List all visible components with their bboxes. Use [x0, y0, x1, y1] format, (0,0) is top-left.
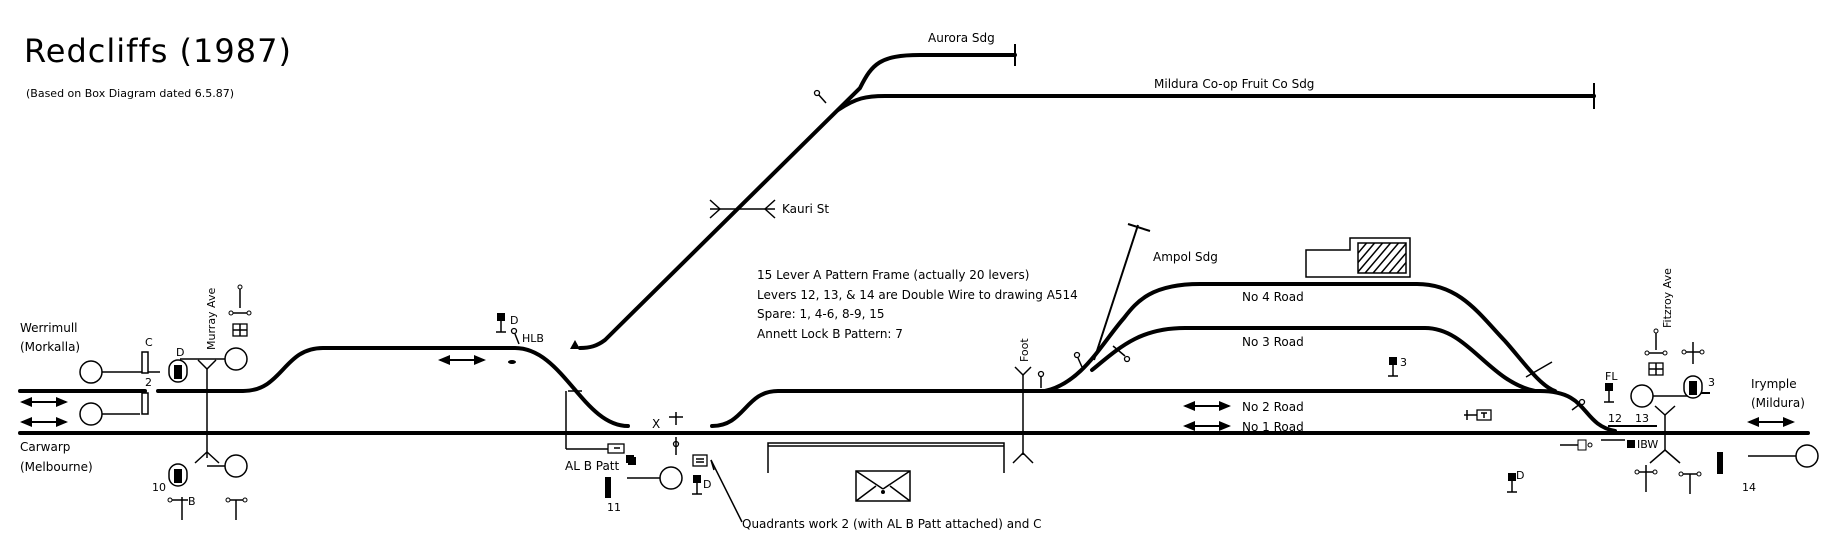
- lever-4-circle: [224, 347, 248, 371]
- hlb-label: HLB: [522, 332, 544, 345]
- kauri-branch-track: [578, 44, 1017, 350]
- al-b-patt-instrument: [565, 390, 743, 523]
- track-marks: [508, 340, 580, 364]
- foot-label: Foot: [1018, 338, 1031, 362]
- fitzroy-ave-label: Fitzroy Ave: [1661, 268, 1674, 328]
- platform-outline: [767, 442, 1005, 473]
- note-line-2: Levers 12, 13, & 14 are Double Wire to d…: [757, 288, 1078, 302]
- signal-d-label-d: D: [1516, 469, 1524, 482]
- lever-6-circle: [1630, 384, 1654, 408]
- aurora-siding-label: Aurora Sdg: [928, 31, 995, 45]
- lever-lock-symbols: [167, 284, 1705, 520]
- disc-signals: [168, 359, 1703, 487]
- ampol-siding-track: [1093, 223, 1151, 361]
- double-arrow-icon: [1183, 421, 1231, 431]
- note-line-4: Annett Lock B Pattern: 7: [757, 327, 903, 341]
- diagram-subtitle: (Based on Box Diagram dated 6.5.87): [26, 87, 234, 100]
- foot-crossing: [1012, 366, 1034, 464]
- signal-d-label-c: D: [703, 478, 711, 491]
- signal-d-label-b: D: [176, 346, 184, 359]
- signal-c-label: C: [145, 336, 153, 349]
- diagram-title: Redcliffs (1987): [24, 32, 292, 70]
- murray-ave-crossing: [194, 359, 220, 464]
- lever-3-circle: [224, 454, 248, 478]
- lever-1-circle: [79, 402, 103, 426]
- irymple-label: Irymple: [1751, 377, 1797, 391]
- disc-signal-icon: [168, 463, 188, 487]
- ibw-label: IBW: [1637, 438, 1658, 451]
- mildura-label: (Mildura): [1751, 396, 1805, 410]
- signal-d-label-a: D: [510, 314, 518, 327]
- note-line-3: Spare: 1, 4-6, 8-9, 15: [757, 307, 885, 321]
- fitzroy-ave-crossing: [1649, 405, 1681, 464]
- dwarf-signals: [496, 313, 1614, 495]
- no3-road-track: [1090, 326, 1537, 393]
- double-arrow-icon: [1747, 417, 1795, 427]
- siding-trap-marks: [510, 89, 1586, 411]
- hatch-fill: [1358, 243, 1406, 273]
- loop-track: [156, 346, 630, 428]
- lever-2-circle: [79, 360, 103, 384]
- lever-10-number: 10: [152, 481, 166, 494]
- al-b-patt-label: AL B Patt: [565, 459, 620, 473]
- lever-3-dwarf-number: 3: [1400, 356, 1407, 369]
- quadrants-note: Quadrants work 2 (with AL B Patt attache…: [742, 517, 1042, 531]
- direction-arrows: [20, 355, 1795, 431]
- building-icon: [855, 470, 911, 502]
- lever-5-circle: [659, 466, 683, 490]
- fl-label: FL: [1605, 370, 1618, 383]
- mildura-coop-siding-track: [836, 83, 1596, 112]
- no2-road-label: No 2 Road: [1242, 400, 1304, 414]
- ampol-siding-label: Ampol Sdg: [1153, 250, 1218, 264]
- goods-shed-outline: [1305, 237, 1411, 278]
- mildura-coop-siding-label: Mildura Co-op Fruit Co Sdg: [1154, 77, 1314, 91]
- morkalla-label: (Morkalla): [20, 340, 80, 354]
- double-arrow-icon: [1183, 401, 1231, 411]
- lever-11-number: 11: [607, 501, 621, 514]
- no3-road-label: No 3 Road: [1242, 335, 1304, 349]
- melbourne-label: (Melbourne): [20, 460, 93, 474]
- note-line-1: 15 Lever A Pattern Frame (actually 20 le…: [757, 268, 1029, 282]
- no1-road-label: No 1 Road: [1242, 420, 1304, 434]
- signal-posts: [141, 351, 1723, 498]
- disc-signal-icon: [1683, 375, 1703, 399]
- double-arrow-icon: [20, 397, 68, 407]
- ibw-marks: [1464, 409, 1657, 448]
- lever-circles: [79, 347, 1819, 490]
- carwarp-label: Carwarp: [20, 440, 70, 454]
- kauri-st-label: Kauri St: [782, 202, 829, 216]
- double-arrow-icon: [20, 417, 68, 427]
- lever-2-post-number: 2: [145, 376, 152, 389]
- lever-3-signal-number: 3: [1708, 376, 1715, 389]
- x-label: X: [652, 417, 660, 431]
- werrimull-label: Werrimull: [20, 321, 78, 335]
- no4-road-label: No 4 Road: [1242, 290, 1304, 304]
- lever-b-label: B: [188, 495, 196, 508]
- lever-14-number: 14: [1742, 481, 1756, 494]
- disc-signal-icon: [168, 359, 188, 383]
- no4-road-track: [1043, 282, 1557, 393]
- double-arrow-icon: [438, 355, 486, 365]
- kauri-st-crossing: [709, 199, 776, 219]
- murray-ave-label: Murray Ave: [205, 288, 218, 350]
- lever-12-number: 12: [1608, 412, 1622, 425]
- lever-7-circle: [1795, 444, 1819, 468]
- lever-13-number: 13: [1635, 412, 1649, 425]
